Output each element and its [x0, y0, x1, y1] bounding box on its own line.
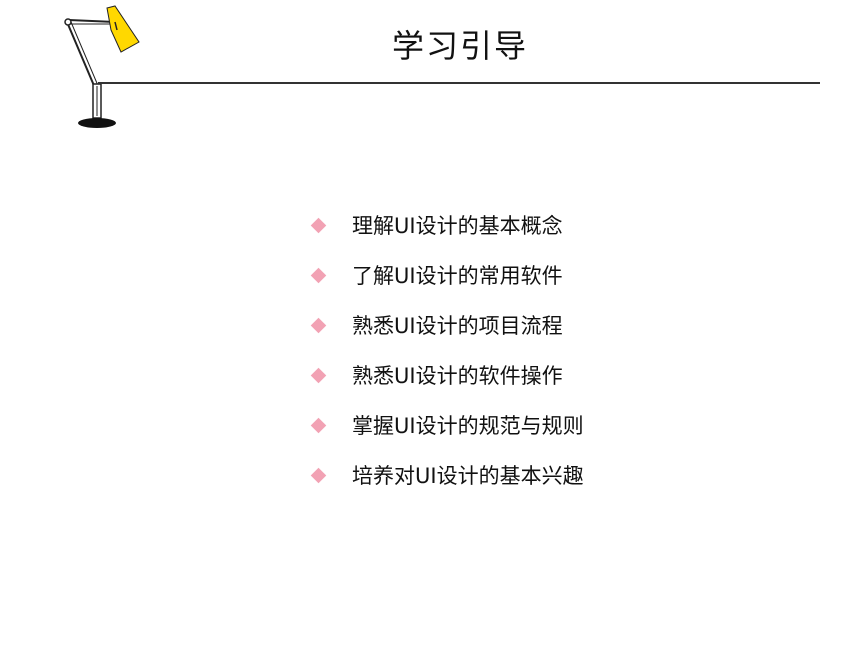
list-item-text: 了解UI设计的常用软件: [352, 264, 563, 288]
list-item-text: 理解UI设计的基本概念: [352, 214, 563, 238]
desk-lamp-icon: [64, 5, 140, 128]
diamond-bullet-icon: [310, 467, 327, 483]
diamond-bullet-icon: [310, 367, 327, 383]
title-divider: [98, 82, 820, 84]
diamond-bullet-icon: [310, 417, 327, 433]
diamond-bullet-icon: [310, 317, 327, 333]
list-item: 掌握UI设计的规范与规则: [305, 400, 584, 450]
list-item-text: 熟悉UI设计的软件操作: [352, 364, 563, 388]
list-item: 培养对UI设计的基本兴趣: [305, 450, 584, 500]
list-item: 理解UI设计的基本概念: [305, 200, 584, 250]
list-item: 熟悉UI设计的项目流程: [305, 300, 584, 350]
list-item-text: 熟悉UI设计的项目流程: [352, 314, 563, 338]
objectives-list: 理解UI设计的基本概念 了解UI设计的常用软件 熟悉UI设计的项目流程 熟悉UI…: [305, 200, 584, 500]
diamond-bullet-icon: [310, 267, 327, 283]
page-title: 学习引导: [391, 27, 528, 65]
list-item-text: 培养对UI设计的基本兴趣: [352, 464, 584, 488]
diamond-bullet-icon: [310, 217, 327, 233]
list-item: 了解UI设计的常用软件: [305, 250, 584, 300]
list-item: 熟悉UI设计的软件操作: [305, 350, 584, 400]
list-item-text: 掌握UI设计的规范与规则: [352, 414, 584, 438]
